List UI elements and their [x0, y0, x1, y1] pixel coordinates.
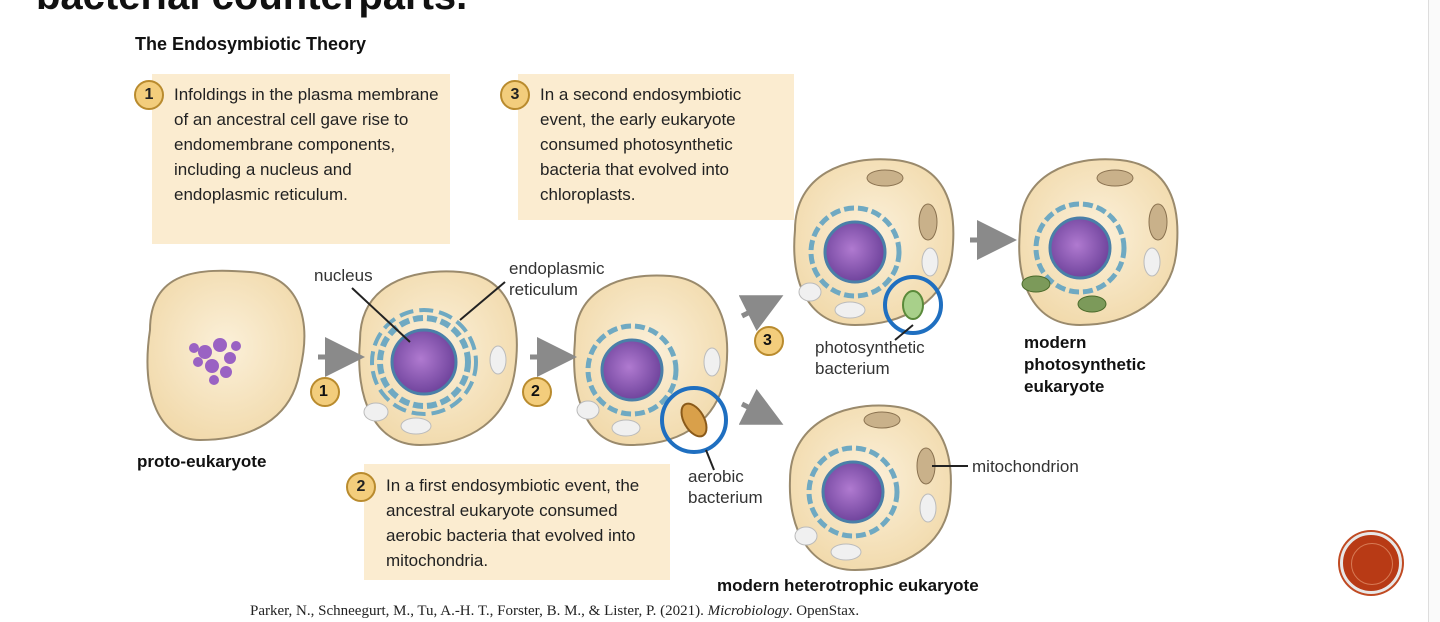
- step-marker-1: 1: [319, 383, 328, 400]
- proto-eukaryote-cell: [146, 269, 306, 442]
- cell-ancestral-eukaryote: [573, 274, 729, 454]
- label-er-line2: reticulum: [509, 280, 578, 299]
- citation-publisher: . OpenStax.: [788, 603, 860, 619]
- label-modern-photo-line3: eukaryote: [1024, 377, 1105, 396]
- step-badge-2: 2: [346, 472, 376, 502]
- slide-edge: [1428, 0, 1440, 622]
- process-arrows: [318, 220, 1017, 425]
- label-er-line1: endoplasmic: [509, 259, 605, 278]
- callout-text-2: In a first endosymbiotic event, the ance…: [386, 476, 640, 570]
- citation-authors: Parker, N., Schneegurt, M., Tu, A.-H. T.…: [250, 603, 704, 619]
- step-marker-3: 3: [763, 332, 772, 349]
- cell-with-nucleus: [358, 270, 518, 447]
- label-photosynthetic-line2: bacterium: [815, 359, 890, 378]
- callout-step-1: 1 Infoldings in the plasma membrane of a…: [134, 74, 450, 244]
- label-mitochondrion: mitochondrion: [972, 457, 1079, 476]
- step-badge-1: 1: [134, 80, 164, 110]
- figure-title: The Endosymbiotic Theory: [135, 34, 367, 54]
- citation: Parker, N., Schneegurt, M., Tu, A.-H. T.…: [250, 603, 859, 620]
- cell-modern-photosynthetic: [1018, 158, 1179, 327]
- leader-lines: [351, 281, 968, 471]
- label-aerobic-line1: aerobic: [688, 467, 744, 486]
- label-modern-photo-line2: photosynthetic: [1024, 355, 1146, 374]
- citation-book: Microbiology: [707, 603, 789, 619]
- cell-modern-heterotrophic: [788, 404, 952, 572]
- step-badge-3: 3: [500, 80, 530, 110]
- label-proto-eukaryote: proto-eukaryote: [137, 452, 267, 471]
- label-photosynthetic-line1: photosynthetic: [815, 338, 925, 357]
- cell-early-eukaryote: [793, 158, 955, 335]
- nav-button-ring: [1351, 543, 1393, 585]
- slide-nav-button[interactable]: [1340, 532, 1402, 594]
- callout-step-3: 3 In a second endosymbiotic event, the e…: [500, 74, 794, 220]
- label-aerobic-line2: bacterium: [688, 488, 763, 507]
- callout-text-1: Infoldings in the plasma membrane of an …: [174, 85, 439, 204]
- label-nucleus: nucleus: [314, 266, 373, 285]
- label-modern-photo-line1: modern: [1024, 333, 1087, 352]
- step-marker-2: 2: [531, 383, 540, 400]
- slide-title: bacterial counterparts.: [36, 0, 467, 19]
- callout-text-3: In a second endosymbiotic event, the ear…: [540, 85, 742, 204]
- step-markers: [310, 326, 784, 407]
- callout-step-2: 2 In a first endosymbiotic event, the an…: [346, 464, 670, 580]
- label-modern-heterotrophic: modern heterotrophic eukaryote: [717, 576, 979, 595]
